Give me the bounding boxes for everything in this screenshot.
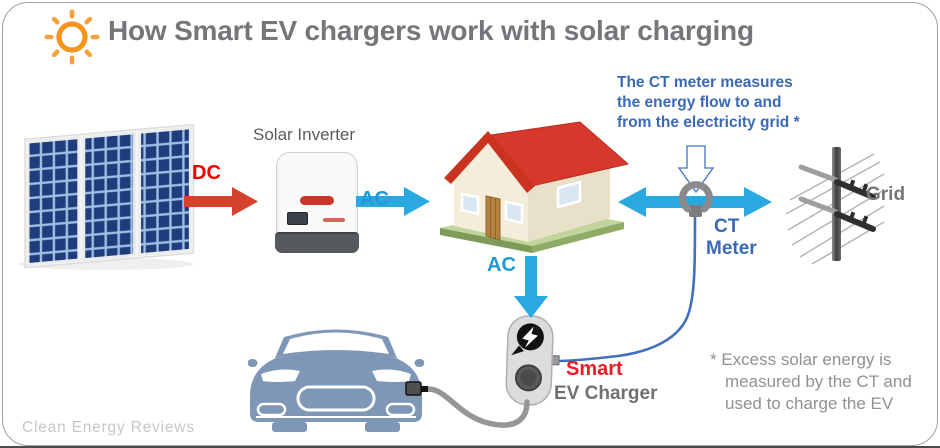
ac-arrow-right-icon bbox=[356, 187, 430, 216]
car-headlight bbox=[372, 369, 411, 382]
smart-label: Smart bbox=[566, 358, 623, 380]
inverter-logo bbox=[300, 196, 334, 206]
grid-bidirectional-arrow-icon bbox=[618, 187, 772, 217]
watermark: Clean Energy Reviews bbox=[22, 419, 195, 436]
ac-label-house-charger: AC bbox=[487, 254, 516, 276]
ac-arrow-down-icon bbox=[514, 256, 548, 318]
charge-cable bbox=[424, 386, 530, 428]
solar-panel-graphic bbox=[18, 123, 195, 270]
car-foglight bbox=[256, 402, 287, 417]
footnote-line: used to charge the EV bbox=[725, 394, 894, 413]
ct-note-text: The CT meter measures the energy flow to… bbox=[617, 73, 800, 133]
power-pole-icon bbox=[786, 147, 885, 265]
bottom-edge-line bbox=[0, 446, 940, 448]
car-headlight bbox=[261, 369, 300, 382]
inverter-base bbox=[275, 232, 359, 253]
house-window bbox=[556, 180, 582, 209]
ev-charger-label: EV Charger bbox=[554, 383, 658, 404]
solar-inverter-graphic bbox=[275, 152, 359, 253]
charging-plug-icon bbox=[405, 381, 422, 396]
ct-note-line: from the electricity grid * bbox=[617, 114, 800, 131]
ct-meter-line: Meter bbox=[706, 238, 757, 259]
ev-car-graphic bbox=[248, 329, 424, 432]
house-window bbox=[504, 200, 524, 225]
pole bbox=[832, 147, 841, 261]
car-windshield bbox=[283, 332, 389, 354]
ev-charger-graphic bbox=[505, 315, 560, 406]
house-window bbox=[460, 192, 480, 216]
inverter-display bbox=[287, 212, 308, 225]
footnote-text: * Excess solar energy is measured by the… bbox=[710, 349, 940, 415]
solar-inverter-label: Solar Inverter bbox=[253, 125, 356, 144]
footnote-line: measured by the CT and bbox=[725, 372, 912, 391]
page-title: How Smart EV chargers work with solar ch… bbox=[108, 15, 754, 46]
car-grille bbox=[296, 385, 376, 412]
ct-meter-label: CT Meter bbox=[706, 216, 757, 260]
ct-note-line: The CT meter measures bbox=[617, 74, 793, 91]
footnote-line: * Excess solar energy is bbox=[710, 350, 892, 369]
ct-note-line: the energy flow to and bbox=[617, 94, 782, 111]
ct-wire bbox=[558, 213, 697, 363]
house-graphic bbox=[440, 121, 630, 253]
ct-meter-line: CT bbox=[714, 216, 740, 237]
car-foglight bbox=[385, 402, 416, 417]
dc-arrow-icon bbox=[184, 187, 258, 216]
sun-icon bbox=[44, 9, 100, 65]
pointer-down-arrow-icon bbox=[677, 145, 715, 194]
ac-label-inverter-house: AC bbox=[360, 188, 389, 210]
dc-label: DC bbox=[192, 162, 221, 184]
grid-label: Grid bbox=[866, 184, 906, 205]
charger-bolt-icon bbox=[522, 326, 538, 348]
ct-clamp-icon bbox=[689, 205, 702, 217]
inverter-brand-mark bbox=[323, 218, 345, 222]
